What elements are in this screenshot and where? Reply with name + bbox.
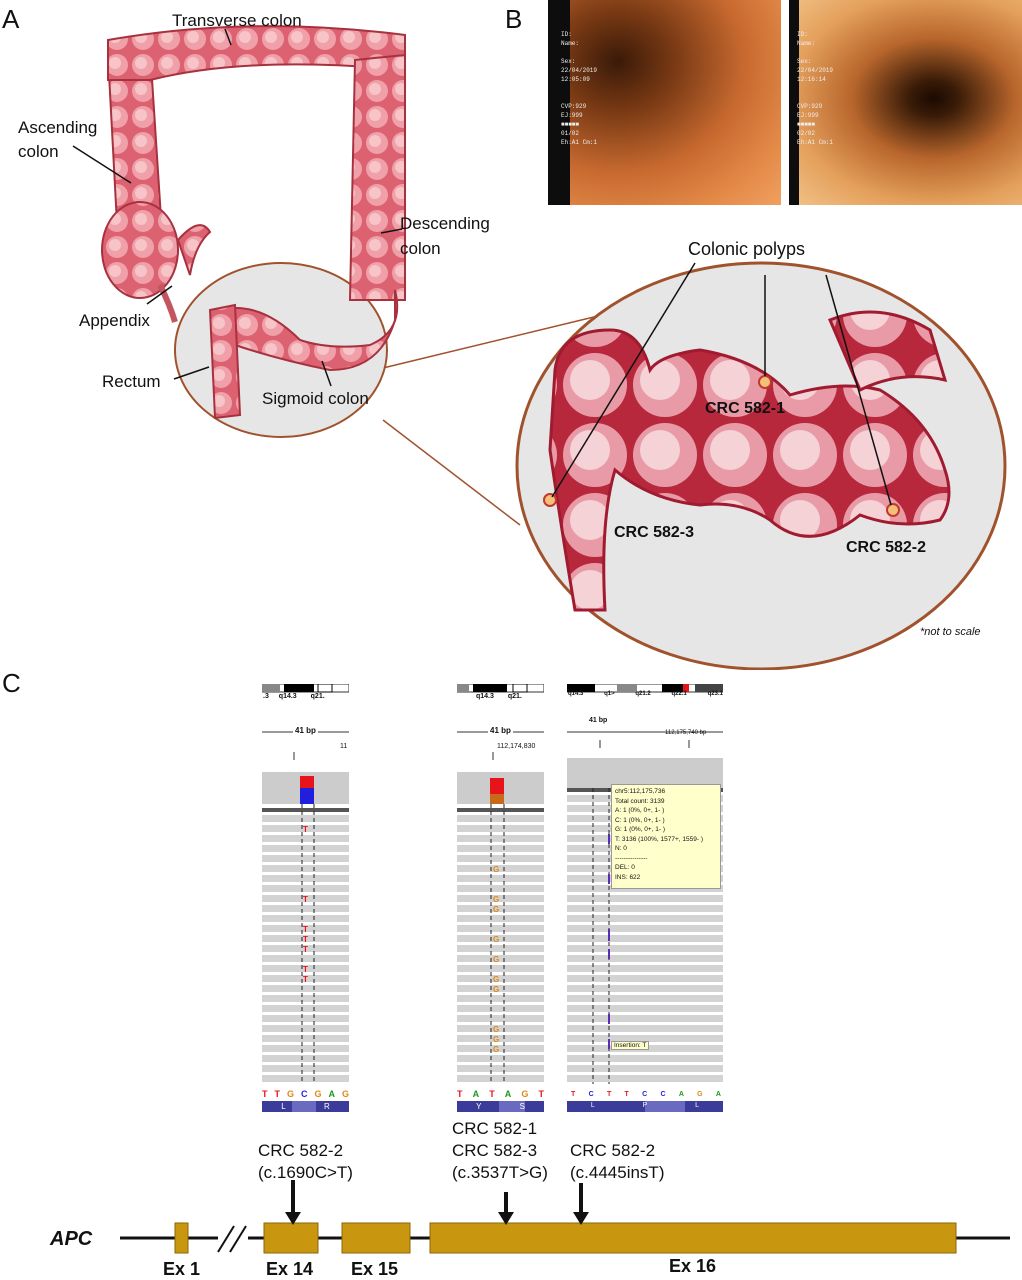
exon-1 bbox=[174, 1222, 189, 1254]
label-rectum: Rectum bbox=[102, 372, 161, 391]
endoscopy-image-1: ID: Name: Sex: 22/04/2019 12:05:09 CVP:9… bbox=[548, 0, 781, 205]
igv2-span: 41 bp bbox=[488, 726, 513, 735]
exon-14 bbox=[263, 1222, 319, 1254]
igv3-popup: chr5:112,175,736 Total count: 3139 A: 1 … bbox=[611, 784, 721, 889]
endoscopy-osd-2: ID: Name: Sex: 22/04/2019 12:16:14 CVP:9… bbox=[797, 31, 834, 146]
mutation-arrows bbox=[291, 1180, 583, 1214]
label-colonic-polyps: Colonic polyps bbox=[688, 239, 806, 259]
arrow-head-c1690 bbox=[285, 1212, 301, 1225]
colon-body bbox=[101, 25, 406, 420]
endoscopy-osd-1: ID: Name: Sex: 22/04/2019 12:05:09 CVP:9… bbox=[561, 31, 598, 146]
apc-gene-model bbox=[120, 1180, 1010, 1254]
label-transverse-colon: Transverse colon bbox=[172, 11, 302, 30]
endoscopy-image-2: ID: Name: Sex: 22/04/2019 12:16:14 CVP:9… bbox=[789, 0, 1022, 205]
arrow-head-c4445 bbox=[573, 1212, 589, 1225]
colon-illustration bbox=[72, 25, 1007, 670]
label-sigmoid-colon: Sigmoid colon bbox=[262, 389, 369, 408]
polyp-markers bbox=[543, 375, 900, 517]
exon-label-15: Ex 15 bbox=[351, 1259, 399, 1279]
igv3-span: 41 bp bbox=[587, 717, 610, 724]
mutation-label-c3537: CRC 582-1 CRC 582-3 (c.3537T>G) bbox=[452, 1119, 548, 1182]
exon-label-1: Ex 1 bbox=[163, 1259, 201, 1279]
label-polyp-crc582-2: CRC 582-2 bbox=[846, 539, 927, 556]
label-ascending-colon: Ascending colon bbox=[18, 118, 98, 161]
panel-a-leader-lines bbox=[72, 28, 403, 387]
igv3-coord: 112,175,740 bp bbox=[665, 730, 707, 736]
zoom-connector-top bbox=[382, 314, 603, 369]
igv1-span: 41 bp bbox=[293, 726, 318, 735]
exon-16 bbox=[429, 1222, 957, 1254]
arrow-head-c3537 bbox=[498, 1212, 514, 1225]
polyp-leader-lines bbox=[551, 262, 892, 506]
igv1-ideogram-labels: .3 q14.3 q21. bbox=[263, 693, 325, 700]
panel-letter-a: A bbox=[2, 4, 20, 34]
mutation-label-c4445: CRC 582-2 (c.4445insT) bbox=[570, 1141, 665, 1182]
exon-label-16: Ex 16 bbox=[669, 1256, 717, 1276]
panel-letter-c: C bbox=[2, 668, 21, 698]
not-to-scale-note: *not to scale bbox=[920, 626, 981, 638]
igv3-insertion-tooltip: Insertion: T bbox=[611, 1041, 650, 1050]
igv2-coord: 112,174,830 bbox=[497, 743, 536, 750]
label-polyp-crc582-1: CRC 582-1 bbox=[705, 400, 786, 417]
label-polyp-crc582-3: CRC 582-3 bbox=[614, 524, 695, 541]
label-appendix: Appendix bbox=[79, 311, 150, 330]
panel-letter-b: B bbox=[505, 4, 523, 34]
igv2-ideogram-labels: q14.3 q21. bbox=[476, 693, 522, 700]
exon-15 bbox=[341, 1222, 411, 1254]
zoomed-sigmoid bbox=[548, 310, 951, 612]
exon-label-14: Ex 14 bbox=[266, 1259, 314, 1279]
gene-break-mark-2 bbox=[229, 1225, 247, 1253]
zoom-connector-bottom bbox=[382, 419, 521, 526]
igv1-coord: 11 bbox=[340, 743, 348, 750]
label-descending-colon: Descending colon bbox=[400, 214, 490, 258]
mutation-label-c1690: CRC 582-2 (c.1690C>T) bbox=[258, 1141, 353, 1182]
gene-break-mark-1 bbox=[217, 1225, 235, 1253]
gene-name-apc: APC bbox=[50, 1228, 93, 1250]
